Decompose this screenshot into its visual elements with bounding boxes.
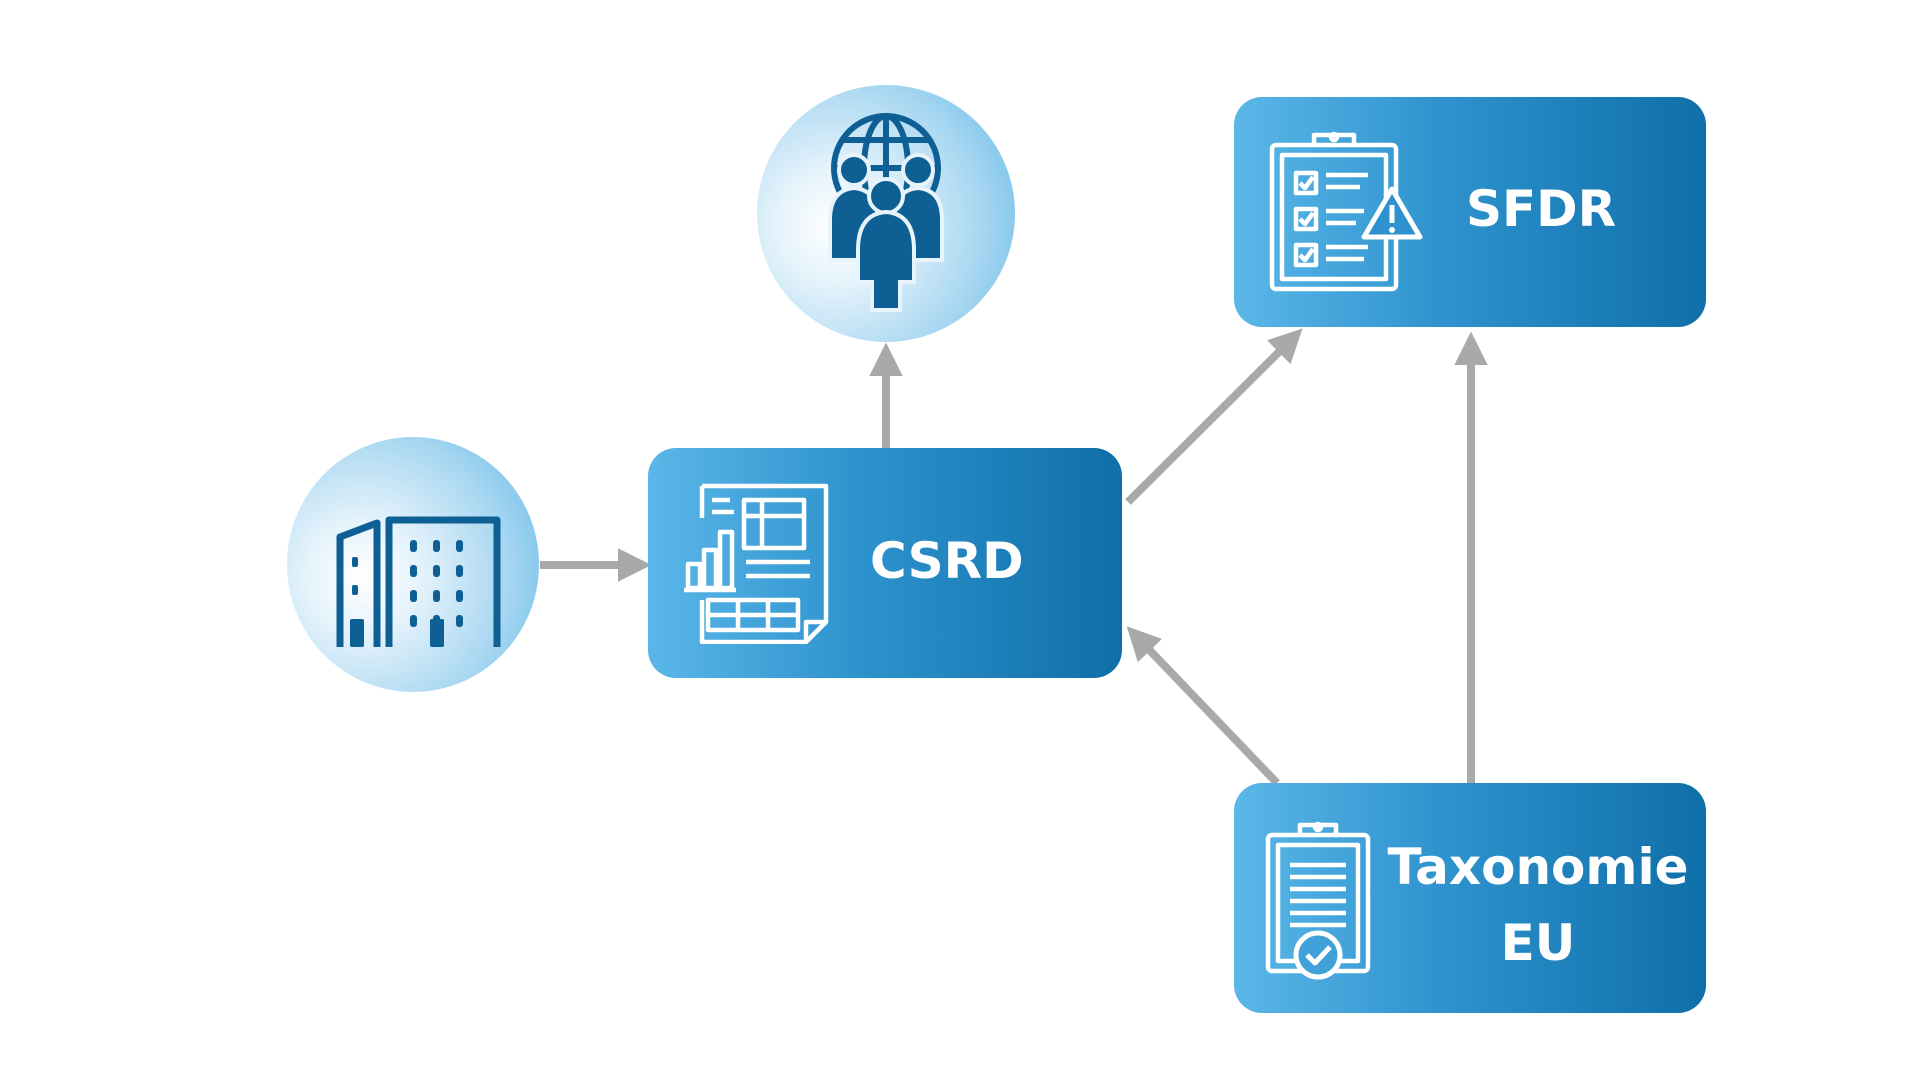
- company-node: [287, 437, 539, 692]
- taxonomie-label: Taxonomie EU: [1382, 829, 1694, 981]
- arrow-taxonomie-to-csrd: [1126, 626, 1280, 786]
- taxonomie-label-line2: EU: [1500, 914, 1576, 972]
- taxonomie-node[interactable]: Taxonomie EU: [1234, 783, 1706, 1013]
- global-people-icon: [828, 113, 944, 312]
- stakeholders-node: [757, 85, 1015, 342]
- csrd-node[interactable]: CSRD: [648, 448, 1122, 678]
- arrow-csrd-to-sfdr: [1125, 328, 1303, 505]
- taxonomie-label-line1: Taxonomie: [1387, 838, 1689, 896]
- report-chart-icon: [684, 483, 829, 644]
- clipboard-check-icon: [1265, 821, 1371, 980]
- buildings-icon: [336, 516, 501, 647]
- sfdr-node[interactable]: SFDR: [1234, 97, 1706, 327]
- csrd-label: CSRD: [870, 532, 1024, 590]
- sfdr-label: SFDR: [1466, 180, 1617, 238]
- checklist-warning-icon: [1269, 131, 1423, 292]
